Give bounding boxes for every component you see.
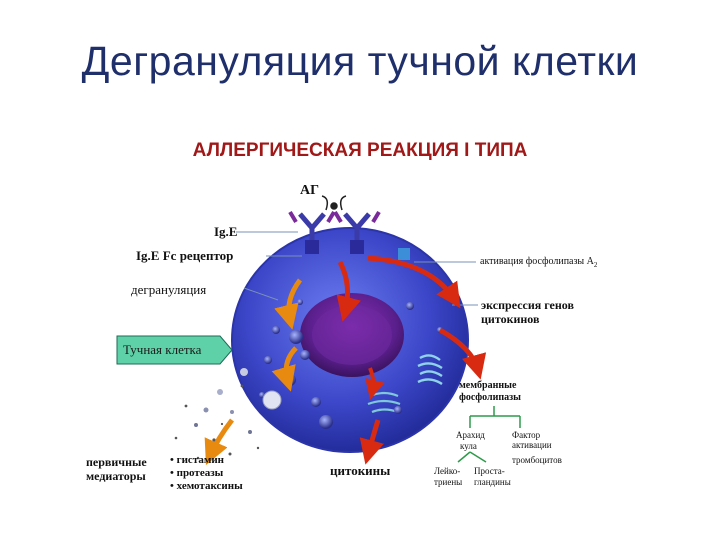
mast-cell-label: Тучная клетка xyxy=(123,342,202,357)
prostaglandins-label-1: Проста- xyxy=(474,466,505,476)
paf-label-1: Фактор xyxy=(512,430,541,440)
mediator-histamine: • гистамин xyxy=(170,454,225,466)
antigen-label: АГ xyxy=(300,183,320,198)
cytokine-expression-label-1: экспрессия генов xyxy=(481,298,574,312)
leukotrienes-label-2: триены xyxy=(434,477,463,487)
arrow-to-primary-mediators xyxy=(204,418,234,466)
arrow-degranulation xyxy=(274,278,303,330)
primary-mediators-label-1: первичные xyxy=(86,455,147,469)
antigen xyxy=(321,195,347,211)
receptor-small-right xyxy=(398,248,410,260)
mediator-chemotaxins: • хемотаксины xyxy=(170,480,243,492)
mast-cell-tag: Тучная клетка xyxy=(117,336,229,364)
cytokine-expression-label-2: цитокинов xyxy=(481,312,540,326)
phospholipid-tree xyxy=(457,406,521,463)
arrow-to-cytokines xyxy=(359,419,384,465)
slide-title: Дегрануляция тучной клетки xyxy=(81,38,639,84)
paf-label-3: тромбоцитов xyxy=(512,455,562,465)
degranulation-label: дегрануляция xyxy=(131,282,207,297)
prostaglandins-label-2: гландины xyxy=(474,477,511,487)
diagram-subtitle: АЛЛЕРГИЧЕСКАЯ РЕАКЦИЯ I ТИПА xyxy=(192,140,528,161)
primary-mediators-label-2: медиаторы xyxy=(86,469,146,483)
membrane-phospholipids-label-1: мембранные xyxy=(459,380,517,391)
ige-label: Ig.E xyxy=(214,224,238,239)
arrow-into-nucleus xyxy=(336,260,361,322)
membrane-phospholipids-label-2: фосфолипазы xyxy=(459,392,521,403)
phospholipase-activation-label: активация фосфолипазы А2 xyxy=(480,256,598,269)
released-granules xyxy=(174,368,282,460)
arrow-granule-release xyxy=(271,346,298,392)
golgi-apparatus xyxy=(417,354,443,386)
arrow-to-membrane-phospholipids xyxy=(438,327,487,380)
leukotrienes-label-1: Лейко- xyxy=(434,466,461,476)
ige-receptor-left xyxy=(288,210,336,254)
ige-receptor-right xyxy=(333,210,381,254)
mediator-proteases: • протеазы xyxy=(170,467,224,479)
arrow-to-cytokine-expression xyxy=(367,255,461,309)
arachidonic-acid-label-1: Арахид xyxy=(456,430,485,440)
paf-label-2: активации xyxy=(512,440,552,450)
arrow-to-nucleus-lower xyxy=(365,367,385,400)
arachidonic-acid-label-2: кула xyxy=(460,441,477,451)
leader-lines xyxy=(236,231,478,306)
mast-cell-tag-shape xyxy=(116,335,233,365)
ige-receptor-label: Ig.E Fc рецептор xyxy=(136,248,234,263)
cytokines-label: цитокины xyxy=(330,463,391,478)
